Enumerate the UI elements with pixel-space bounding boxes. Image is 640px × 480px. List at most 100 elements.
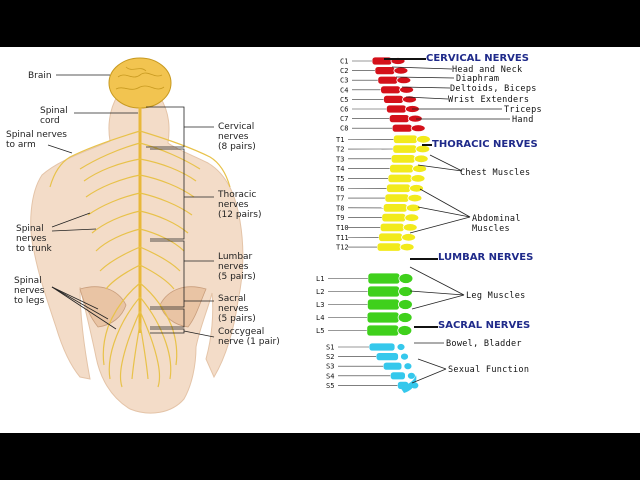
process-s2 [400,352,409,361]
header-cervical-nerves: CERVICAL NERVES [426,53,529,64]
header-lumbar-nerves: LUMBAR NERVES [438,252,533,263]
left-annotation-lines [47,74,215,338]
vertebra-labels: C1C2C3C4C5C6C7C8T1T2T3T4T5T6T7T8T9T10T11… [316,58,398,390]
process-t10 [402,223,418,232]
process-l3 [397,299,413,310]
vertebra-label-t12: T12 [336,244,349,252]
process-t3 [413,154,429,163]
vertebra-c3 [377,75,399,85]
label-wrist-extenders: Wrist Extenders [448,95,529,105]
process-s4 [406,371,416,380]
vertebral-column [366,56,431,393]
process-l1 [398,273,414,284]
vertebra-t3 [390,154,416,164]
label-chest-muscles: Chest Muscles [460,168,530,178]
vertebra-label-s2: S2 [326,353,334,361]
vertebra-l1 [367,272,401,285]
vertebra-l3 [366,298,400,311]
process-t1 [415,135,431,144]
vertebra-label-t2: T2 [336,146,344,154]
process-c8 [410,124,426,133]
vertebra-t12 [376,242,402,252]
vertebra-label-t1: T1 [336,136,344,144]
vertebra-t6 [386,183,411,193]
vertebra-c7 [388,114,410,123]
vertebra-l2 [367,285,401,298]
vertebra-label-t7: T7 [336,195,344,203]
vertebra-s3 [382,361,403,371]
vertebra-t5 [387,173,413,184]
process-t5 [410,174,426,183]
section-headers: CERVICAL NERVES THORACIC NERVES LUMBAR N… [384,53,538,331]
vertebra-label-c8: C8 [340,125,348,133]
vertebra-label-s1: S1 [326,344,334,352]
vertebra-label-t8: T8 [336,204,344,212]
label-sexual-function: Sexual Function [448,365,529,375]
label-triceps: Triceps [504,105,542,115]
process-c4 [399,85,415,94]
vertebra-label-c3: C3 [340,77,348,85]
vertebra-label-l4: L4 [316,314,324,322]
vertebra-l4 [366,311,400,324]
vertebra-label-t9: T9 [336,214,344,222]
label-leg-muscles: Leg Muscles [466,291,526,301]
process-t2 [415,144,431,154]
vertebra-t1 [392,134,418,144]
vertebra-c4 [380,85,402,95]
process-t12 [399,242,415,252]
vertebra-c5 [383,95,404,104]
vertebra-label-c2: C2 [340,67,348,75]
vertebra-label-t6: T6 [336,185,344,193]
process-s1 [396,343,406,351]
function-labels: Head and Neck Diaphram Deltoids, Biceps … [446,65,542,375]
header-thoracic-nerves: THORACIC NERVES [432,139,538,150]
process-c3 [396,76,412,85]
vertebra-t7 [384,193,410,203]
process-s3 [403,362,413,371]
process-t9 [404,213,420,222]
vertebra-t4 [389,164,415,174]
label-diaphram: Diaphram [456,74,499,84]
vertebra-c6 [385,104,407,114]
vertebra-t10 [379,222,405,233]
process-t6 [409,184,424,193]
process-l5 [397,325,413,336]
process-l2 [398,286,414,297]
coccyx [400,375,417,393]
vertebra-label-c6: C6 [340,106,348,114]
vertebra-label-l5: L5 [316,327,324,335]
process-l4 [397,312,413,323]
vertebra-c2 [374,66,396,76]
vertebra-label-t10: T10 [336,224,349,232]
label-head-and-neck: Head and Neck [452,65,522,75]
label-deltoids-biceps: Deltoids, Biceps [450,84,537,94]
header-sacral-nerves: SACRAL NERVES [438,320,530,331]
vertebra-t2 [392,144,418,154]
vertebra-label-t3: T3 [336,155,344,163]
vertebra-label-s3: S3 [326,363,334,371]
process-t8 [405,203,421,213]
brain-icon [108,57,172,109]
vertebra-label-l2: L2 [316,288,324,296]
vertebra-label-t4: T4 [336,165,344,173]
label-hand: Hand [512,115,534,125]
label-bowel-bladder: Bowel, Bladder [446,339,522,349]
vertebra-label-c7: C7 [340,115,348,123]
vertebra-t9 [381,212,407,223]
vertebra-t8 [382,203,408,213]
vertebra-label-c1: C1 [340,58,348,66]
vertebra-label-t11: T11 [336,234,349,242]
vertebra-label-s4: S4 [326,372,334,380]
vertebra-label-l3: L3 [316,301,324,309]
label-brain: Brain [28,71,52,81]
